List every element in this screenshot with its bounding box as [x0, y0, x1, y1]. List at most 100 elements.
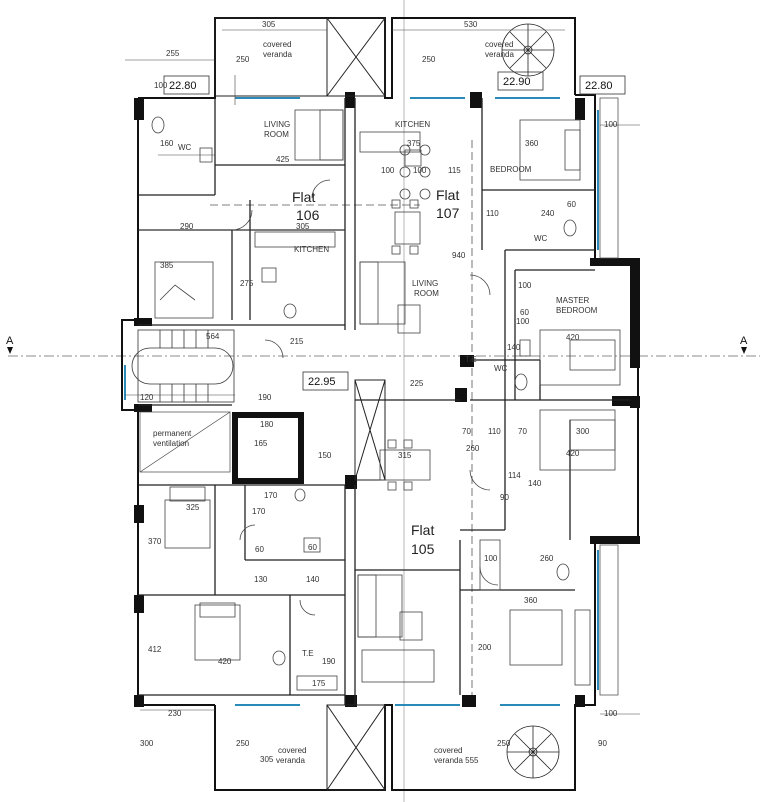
dim-label: 385: [160, 261, 174, 270]
wall-columns: [134, 92, 640, 707]
dim-label: 100: [413, 166, 427, 175]
dim-label: 420: [566, 333, 580, 342]
main-staircase: [131, 329, 235, 403]
dim-label: 190: [258, 393, 272, 402]
dim-label: 360: [525, 139, 539, 148]
dim-label: 160: [160, 139, 174, 148]
room-label: LIVING: [264, 120, 290, 129]
room-label: ROOM: [264, 130, 289, 139]
flat-106-label: Flat: [292, 189, 315, 205]
dim-label: 250: [236, 739, 250, 748]
level-marker: 22.80: [579, 75, 626, 95]
dim-label: 60: [308, 543, 317, 552]
dim-label: 412: [148, 645, 162, 654]
dim-label: 100: [516, 317, 530, 326]
room-label: KITCHEN: [395, 120, 430, 129]
te-label: T.E: [465, 355, 477, 364]
dim-label: 170: [264, 491, 278, 500]
level-marker: 22.90: [497, 71, 544, 91]
room-label: LIVING: [412, 279, 438, 288]
room-label: MASTER: [556, 296, 590, 305]
dim-label: 375: [407, 139, 421, 148]
level-text: 22.95: [308, 376, 336, 388]
room-label: permanent: [153, 429, 192, 438]
dim-label: 190: [322, 657, 336, 666]
room-label: covered: [263, 40, 291, 49]
room-label: covered: [278, 746, 306, 755]
dim-label: 940: [452, 251, 466, 260]
level-marker: 22.95: [302, 371, 349, 391]
dim-label: 130: [254, 575, 268, 584]
dim-label: 180: [260, 420, 274, 429]
te-label: T.E: [302, 649, 314, 658]
dim-label: 305: [262, 20, 276, 29]
flat-105-number: 105: [411, 541, 435, 557]
room-label: ventilation: [153, 439, 189, 448]
dim-label: 564: [206, 332, 220, 341]
dim-label: 170: [252, 507, 266, 516]
level-text: 22.80: [585, 80, 613, 92]
dim-label: 60: [567, 200, 576, 209]
room-label: WC: [534, 234, 548, 243]
dim-label: 420: [218, 657, 232, 666]
exterior-walls: [121, 17, 639, 791]
room-label: covered: [434, 746, 462, 755]
dim-label: 140: [528, 479, 542, 488]
dim-label: 100: [381, 166, 395, 175]
dim-label: 230: [168, 709, 182, 718]
dim-label: 300: [140, 739, 154, 748]
dim-label: 315: [398, 451, 412, 460]
dim-label: 114: [508, 471, 521, 480]
dim-label: 250: [236, 55, 250, 64]
dim-label: 530: [464, 20, 478, 29]
dim-label: 110: [488, 427, 501, 436]
flat-107-number: 107: [436, 205, 460, 221]
room-label: BEDROOM: [490, 165, 532, 174]
dim-label: 90: [500, 493, 509, 502]
room-label: KITCHEN: [294, 245, 329, 254]
interior-walls: [138, 98, 630, 705]
room-label: veranda: [485, 50, 514, 59]
dim-label: 225: [410, 379, 424, 388]
dim-label: 240: [541, 209, 555, 218]
level-text: 22.80: [169, 80, 197, 92]
level-text: 22.90: [503, 76, 531, 88]
stair-void: [139, 411, 231, 473]
dimension-labels: 305 530 255 250 250 100 100 425 160 375 …: [140, 20, 618, 764]
dim-label: 420: [566, 449, 580, 458]
dim-label: 250: [497, 739, 511, 748]
dim-label: 175: [312, 679, 326, 688]
flat-107-label: Flat: [436, 187, 459, 203]
dim-label: 120: [140, 393, 154, 402]
dim-label: 250: [422, 55, 436, 64]
dimension-lines: [125, 29, 640, 715]
spiral-stair: [506, 725, 560, 779]
dim-label: 260: [540, 554, 554, 563]
dim-label: 140: [306, 575, 320, 584]
dim-label: 60: [520, 308, 529, 317]
section-arrow-icon: [741, 347, 747, 354]
windows: [124, 97, 599, 706]
dim-label: 70: [462, 427, 471, 436]
dim-label: 325: [186, 503, 200, 512]
dim-label: 100: [604, 709, 618, 718]
dim-label: 305: [296, 222, 310, 231]
dim-label: 290: [180, 222, 194, 231]
railing: [599, 97, 619, 696]
dim-label: 305: [260, 755, 274, 764]
room-label: veranda: [263, 50, 292, 59]
veranda-outlines: [214, 17, 386, 791]
room-labels: LIVING ROOM KITCHEN WC KITCHEN BEDROOM W…: [153, 40, 598, 765]
dim-label: 275: [240, 279, 254, 288]
room-label: veranda 555: [434, 756, 479, 765]
dim-label: 100: [518, 281, 532, 290]
spiral-stair: [501, 23, 555, 77]
dim-label: 425: [276, 155, 290, 164]
dim-label: 90: [598, 739, 607, 748]
room-label: WC: [178, 143, 192, 152]
dim-label: 215: [290, 337, 304, 346]
dim-label: 110: [486, 209, 499, 218]
dim-label: 100: [604, 120, 618, 129]
dim-label: 200: [478, 643, 492, 652]
